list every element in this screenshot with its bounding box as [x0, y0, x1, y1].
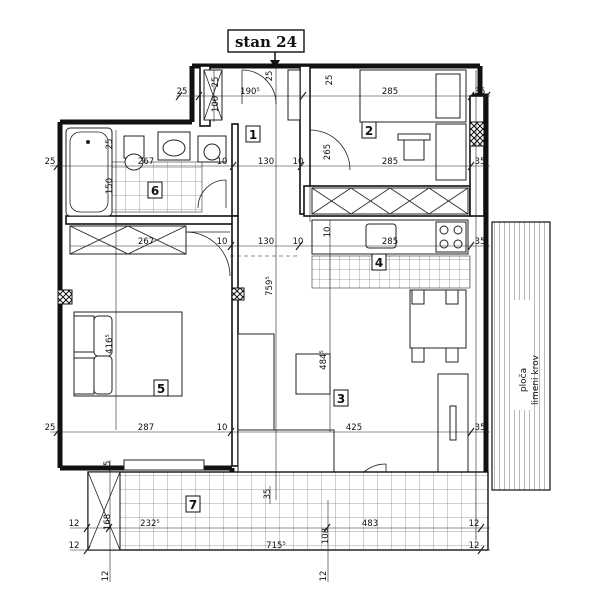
dim-text: 35	[263, 489, 273, 500]
entry-shelf	[287, 69, 301, 121]
room-number-6: 6	[151, 184, 159, 198]
cooktop	[435, 221, 467, 253]
balcony-door-left	[123, 459, 205, 471]
terrace-label-1: ploča	[518, 368, 529, 392]
title-box	[227, 29, 305, 53]
dim-text: 190⁵	[240, 87, 260, 97]
wardrobe-room2	[311, 187, 469, 215]
terrace-roof: ploča limeni krov	[491, 221, 551, 491]
dim-text: 265	[323, 144, 333, 160]
coffee-table	[295, 353, 331, 395]
kitchen-sink	[365, 223, 397, 249]
dim-text: 168	[103, 514, 113, 530]
room-number-2: 2	[365, 124, 373, 138]
dim-text: 10	[293, 237, 304, 247]
dim-text: 25	[177, 87, 188, 97]
dim-text: 10	[217, 423, 228, 433]
dim-text: 35	[475, 87, 486, 97]
dim-text: 108	[321, 528, 331, 544]
dim-text: 484⁵	[319, 350, 329, 370]
dim-text: 25	[325, 75, 335, 86]
dim-text: 12	[319, 571, 329, 582]
dim-text: 12	[469, 519, 480, 529]
title-text: stan 24	[235, 33, 297, 51]
room2-door-arc	[309, 129, 351, 171]
dim-text: 285	[382, 237, 398, 247]
balcony-floor	[87, 471, 489, 551]
dim-text: 130	[258, 237, 274, 247]
balcony	[87, 459, 489, 551]
dim-text: 416⁵	[105, 334, 115, 354]
terrace-label-2: limeni krov	[531, 354, 541, 405]
dimension-texts: 25 190⁵ 25 100 25 25 285 35 25 25 267 10…	[45, 71, 486, 582]
column-top-right	[469, 121, 485, 147]
dim-text: 35	[475, 237, 486, 247]
dim-text: 100	[211, 96, 221, 112]
dim-text: 12	[101, 571, 111, 582]
entry-door-arc	[241, 69, 277, 105]
dim-text: 287	[138, 423, 154, 433]
dim-text: 35	[103, 461, 113, 472]
room5-door-arc	[185, 231, 231, 277]
desk	[435, 123, 467, 181]
room-number-3: 3	[337, 392, 345, 406]
dim-text: 25	[105, 139, 115, 150]
chair	[403, 137, 425, 161]
dim-text: 25	[211, 77, 221, 88]
column-mid	[231, 287, 245, 301]
dim-text: 232⁵	[140, 519, 160, 529]
bathroom	[65, 127, 227, 217]
dim-text: 10	[217, 157, 228, 167]
room-number-7: 7	[189, 498, 197, 512]
bathtub	[65, 127, 113, 217]
dim-text: 285	[382, 87, 398, 97]
dim-text: 425	[346, 423, 362, 433]
room-number-1: 1	[249, 128, 257, 142]
room-labels: 1 2 3 4 5 6 7	[147, 121, 387, 513]
dim-text: 35	[475, 157, 486, 167]
dim-text: 715⁵	[266, 541, 286, 551]
dim-text: 12	[69, 519, 80, 529]
bathroom-door-arc	[197, 179, 227, 209]
room-number-4: 4	[375, 256, 383, 270]
room-5	[57, 225, 245, 397]
dim-text: 25	[45, 423, 56, 433]
dim-text: 10	[293, 157, 304, 167]
dim-text: 285	[382, 157, 398, 167]
dim-text: 267	[138, 157, 154, 167]
dim-text: 267	[138, 237, 154, 247]
column-left	[57, 289, 73, 305]
tv	[449, 405, 457, 441]
title-marker: stan 24	[227, 29, 305, 68]
wardrobe-room5	[69, 225, 187, 255]
dim-text: 35	[475, 423, 486, 433]
dim-text: 12	[469, 541, 480, 551]
dim-text: 130	[258, 157, 274, 167]
sofa	[237, 333, 275, 431]
dimension-lines	[50, 66, 491, 582]
drain-icon	[86, 140, 90, 144]
dim-text: 759⁵	[265, 276, 275, 296]
dim-text: 150	[105, 178, 115, 194]
dim-text: 483	[362, 519, 378, 529]
dim-text: 10	[323, 227, 333, 238]
room-number-5: 5	[157, 382, 165, 396]
dim-text: 10	[217, 237, 228, 247]
dim-text: 25	[265, 71, 275, 82]
entry-hall	[203, 69, 301, 121]
dim-text: 25	[45, 157, 56, 167]
dim-text: 12	[69, 541, 80, 551]
